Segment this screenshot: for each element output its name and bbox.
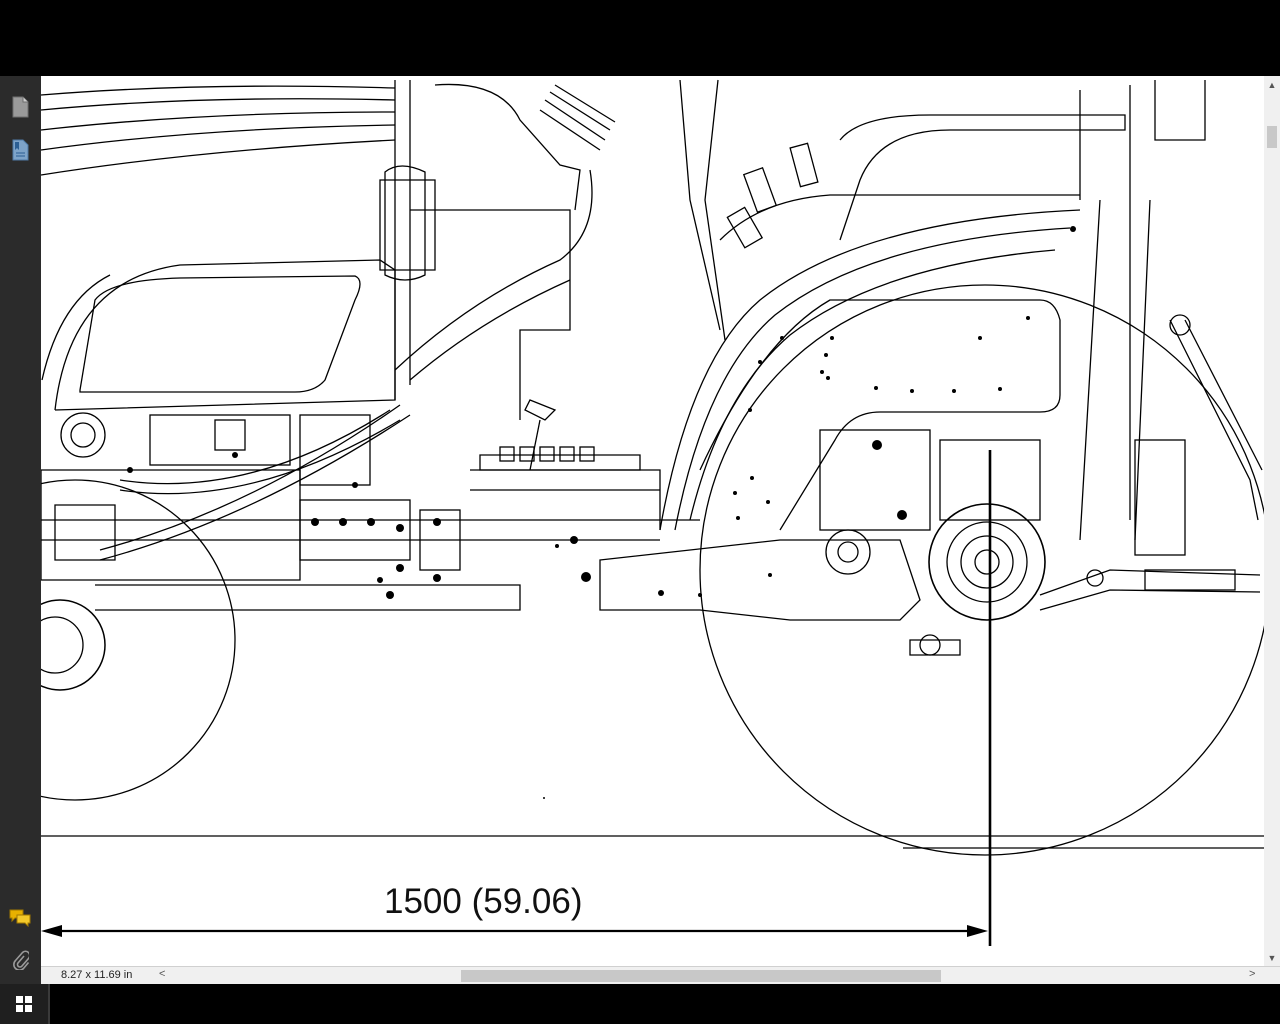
bookmarks-icon[interactable] [7,137,33,163]
comments-icon[interactable] [7,905,33,931]
pages-icon[interactable] [7,94,33,120]
navigation-pane [0,76,42,984]
document-page[interactable]: 1500 (59.06) [41,76,1264,966]
scroll-up-icon[interactable]: ▲ [1267,80,1277,90]
horizontal-scroll-thumb[interactable] [461,970,941,982]
status-bar: 8.27 x 11.69 in < > [41,966,1280,985]
taskbar-divider [48,984,50,1024]
scroll-down-icon[interactable]: ▼ [1267,953,1277,963]
attachment-icon[interactable] [7,947,33,973]
dimension-label: 1500 (59.06) [384,882,583,921]
scroll-left-icon[interactable]: < [159,968,166,980]
taskbar [0,984,1280,1024]
windows-start-icon[interactable] [0,984,48,1024]
scroll-right-icon[interactable]: > [1249,968,1256,980]
vertical-scrollbar[interactable]: ▲ ▼ [1264,76,1280,968]
top-black-bar [0,0,1280,76]
page-size-label: 8.27 x 11.69 in [61,969,133,981]
technical-drawing [41,79,1264,946]
vertical-scroll-thumb[interactable] [1267,126,1277,148]
